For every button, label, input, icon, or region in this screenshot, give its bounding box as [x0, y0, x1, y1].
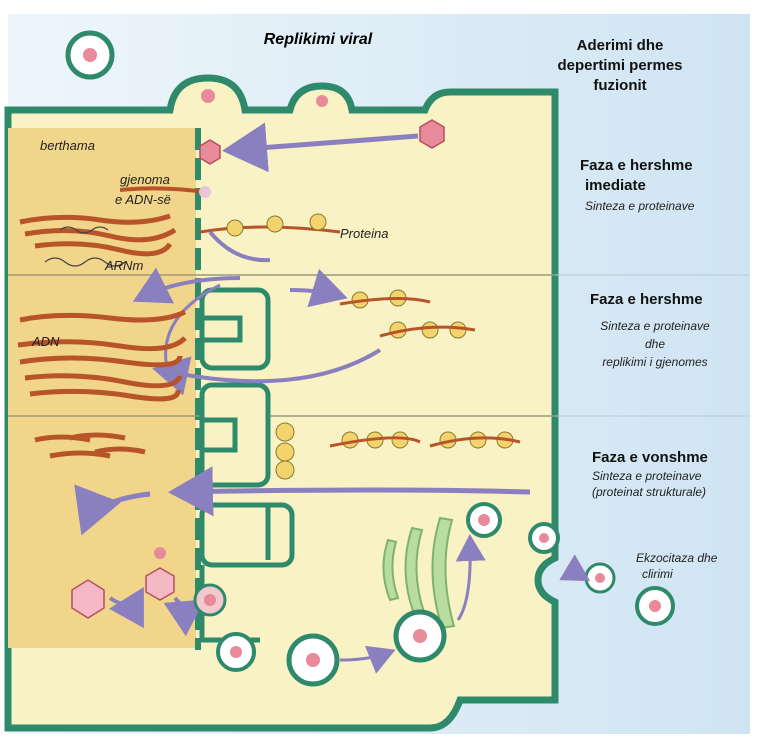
virus-particle-icon: [195, 585, 225, 615]
arrow-icon: [178, 490, 530, 492]
virus-particle-icon: [68, 33, 112, 77]
virus-particle-icon: [637, 588, 673, 624]
virus-particle-icon: [530, 524, 558, 552]
label-dna-genome: e ADN-së: [115, 192, 171, 207]
virus-particle-icon: [586, 564, 614, 592]
phase-3-subtitle-1: Sinteza e proteinave: [600, 319, 710, 333]
label-mrna: ARNm: [104, 258, 143, 273]
label-nucleus: berthama: [40, 138, 95, 153]
phase-3-subtitle-3: replikimi i gjenomes: [602, 355, 707, 369]
virus-particle-icon: [396, 612, 444, 660]
phase-4-subtitle-1: Sinteza e proteinave: [592, 469, 702, 483]
genome-dot: [154, 547, 166, 559]
arrow-icon: [570, 577, 585, 579]
phase-3-subtitle-2: dhe: [645, 337, 665, 351]
virus-particle-icon: [218, 634, 254, 670]
phase-3-heading: Faza e hershme: [590, 291, 703, 308]
virus-particle-icon: [468, 504, 500, 536]
label-protein: Proteina: [340, 226, 388, 241]
label-genome: gjenoma: [120, 172, 170, 187]
phase-2-heading-line-2: imediate: [585, 177, 646, 194]
phase-1-heading-line-1: Aderimi dhe: [577, 37, 664, 54]
phase-2-heading-line-1: Faza e hershme: [580, 157, 693, 174]
phase-1-heading-line-2: depertimi permes: [557, 57, 682, 74]
capsid-icon: [146, 568, 174, 600]
capsid-icon: [420, 120, 444, 148]
virus-particle-icon: [311, 90, 333, 112]
label-exocytosis-2: clirimi: [642, 567, 673, 581]
phase-2-subtitle: Sinteza e proteinave: [585, 199, 695, 213]
phase-4-heading: Faza e vonshme: [592, 449, 708, 466]
label-exocytosis-1: Ekzocitaza dhe: [636, 551, 718, 565]
label-dna: ADN: [31, 334, 60, 349]
phase-1-heading-line-3: fuzionit: [593, 77, 646, 94]
genome-entry: [199, 186, 211, 198]
virus-particle-icon: [194, 82, 222, 110]
capsid-icon: [200, 140, 220, 164]
page-title: Replikimi viral: [264, 31, 373, 48]
virus-particle-icon: [289, 636, 337, 684]
phase-4-subtitle-2: (proteinat strukturale): [592, 485, 706, 499]
